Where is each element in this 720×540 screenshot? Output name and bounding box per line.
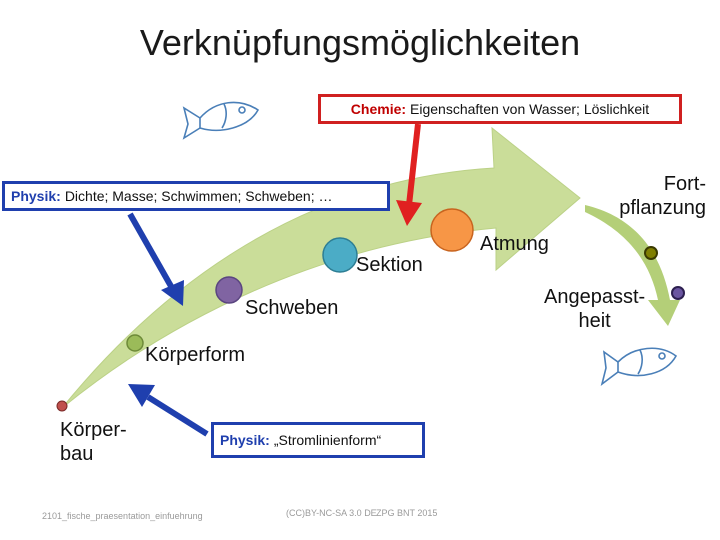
physik-top-text: Dichte; Masse; Schwimmen; Schweben; …: [64, 188, 333, 204]
chemie-key: Chemie:: [350, 101, 407, 117]
node-fortpflanzung: [644, 246, 658, 260]
label-fortpflanzung-line2: pflanzung: [619, 197, 706, 219]
label-koerperbau-line2: bau: [60, 443, 94, 465]
chemie-box: Chemie: Eigenschaften von Wasser; Löslic…: [318, 94, 682, 124]
node-atmung: [430, 208, 474, 252]
label-fortpflanzung: Fort- pflanzung: [619, 172, 706, 220]
label-atmung: Atmung: [480, 233, 549, 255]
footer-filename: 2101_fische_praesentation_einfuehrung: [42, 511, 203, 521]
blue-arrow-top-head: [161, 280, 184, 306]
fish-sketch-bottom-icon: [600, 347, 678, 386]
fish-sketch-top-icon: [182, 101, 260, 140]
physik-top-box: Physik: Dichte; Masse; Schwimmen; Schweb…: [2, 181, 390, 211]
physik-bottom-key: Physik:: [220, 432, 270, 448]
blue-arrow-bottom-head: [128, 384, 155, 407]
blue-arrow-bottom-shaft: [146, 394, 209, 437]
physik-top-key: Physik:: [11, 188, 61, 204]
slide-title: Verknüpfungsmöglichkeiten: [139, 22, 581, 63]
label-koerperbau-line1: Körper-: [60, 419, 127, 441]
node-koerperbau: [56, 400, 68, 412]
label-koerperbau: Körper- bau: [60, 418, 127, 466]
label-schweben: Schweben: [245, 297, 339, 319]
progression-arrow: [61, 126, 581, 409]
label-sektion: Sektion: [356, 254, 423, 276]
small-side-arrow: [585, 205, 680, 326]
chemie-text: Eigenschaften von Wasser; Löslichkeit: [410, 101, 650, 117]
blue-arrow-top-shaft: [127, 212, 175, 290]
red-arrow-shaft: [406, 123, 421, 206]
node-schweben: [215, 276, 243, 304]
label-koerperform: Körperform: [145, 344, 246, 366]
red-arrow-head: [396, 200, 422, 226]
physik-bottom-text: „Stromlinienform“: [273, 432, 382, 448]
node-koerperform: [126, 334, 144, 352]
physik-bottom-box: Physik: „Stromlinienform“: [211, 422, 425, 458]
node-angepasstheit: [671, 286, 685, 300]
node-sektion: [322, 237, 358, 273]
label-angepasstheit: Angepasst- heit: [544, 285, 645, 333]
label-angepasstheit-line2: heit: [578, 310, 611, 332]
label-fortpflanzung-line1: Fort-: [663, 173, 706, 195]
footer-license: (CC)BY-NC-SA 3.0 DE: [286, 508, 377, 518]
label-angepasstheit-line1: Angepasst-: [544, 286, 646, 308]
footer-org: ZPG BNT 2015: [376, 508, 438, 518]
